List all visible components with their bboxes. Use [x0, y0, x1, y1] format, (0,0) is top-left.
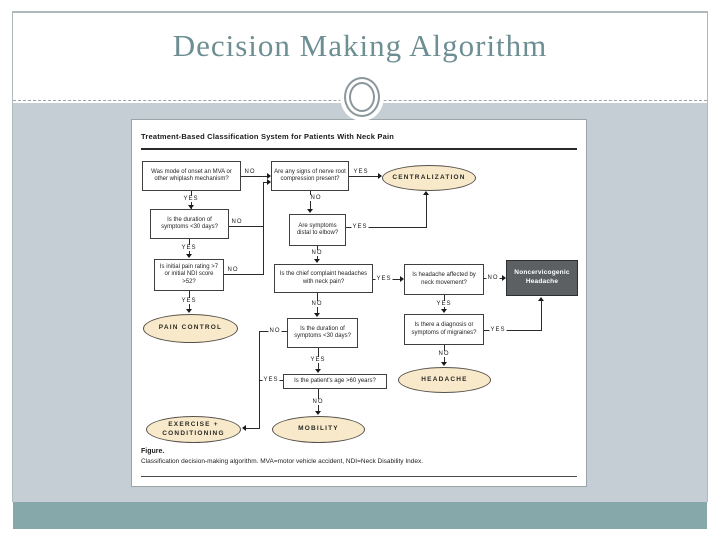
connector-line [229, 226, 264, 227]
question-age-60: Is the patient's age >60 years? [283, 374, 387, 389]
question-headache-neck-movement-label: Is headache affected by neck movement? [412, 272, 476, 286]
outcome-centralization-label: CENTRALIZATION [392, 173, 466, 181]
figure-caption-label: Figure. [141, 448, 165, 455]
connector-line [310, 191, 311, 211]
edge-label-yes: YES [180, 245, 198, 251]
arrowhead-right [502, 275, 506, 281]
figure-header: Treatment-Based Classification System fo… [141, 132, 395, 141]
figure-header-rule [141, 148, 577, 150]
bottom-accent-band [13, 502, 707, 529]
connector-line [263, 182, 269, 183]
edge-label-no: NO [311, 399, 325, 405]
arrowhead-up [423, 191, 429, 195]
outcome-noncervicogenic-headache: Noncervicogenic Headache [506, 260, 578, 296]
arrowhead-right [267, 173, 271, 179]
outcome-headache-label: HEADACHE [421, 375, 468, 383]
question-nerve-root-compression: Are any signs of nerve root compression … [271, 161, 349, 191]
outcome-mobility: MOBILITY [272, 416, 365, 443]
edge-label-no: NO [310, 250, 324, 256]
edge-label-no: NO [310, 301, 324, 307]
edge-label-yes: YES [352, 169, 370, 175]
connector-line [346, 227, 427, 228]
arrowhead-down [314, 313, 320, 317]
flowchart-figure: Treatment-Based Classification System fo… [131, 119, 587, 487]
edge-label-no: NO [226, 267, 240, 273]
edge-label-yes: YES [435, 301, 453, 307]
outcome-headache: HEADACHE [398, 367, 491, 393]
question-migraines-label: Is there a diagnosis or symptoms of migr… [411, 322, 477, 336]
question-chief-complaint-headaches-label: Is the chief complaint headaches with ne… [279, 271, 368, 285]
question-pain-rating-ndi-label: Is initial pain rating >7 or initial NDI… [159, 263, 219, 285]
question-migraines: Is there a diagnosis or symptoms of migr… [404, 314, 484, 345]
connector-line [263, 182, 264, 275]
connector-line [259, 331, 260, 428]
question-duration-30-days-2-label: Is the duration of symptoms <30 days? [294, 325, 351, 340]
connector-line [241, 176, 268, 177]
arrowhead-down [307, 209, 313, 213]
edge-label-no: NO [309, 195, 323, 201]
outcome-pain-control-label: PAIN CONTROL [158, 324, 223, 332]
edge-label-no: NO [486, 275, 500, 281]
arrowhead-left [242, 425, 246, 431]
edge-label-no: NO [243, 169, 257, 175]
arrowhead-right [400, 276, 404, 282]
edge-label-yes: YES [262, 377, 280, 383]
question-chief-complaint-headaches: Is the chief complaint headaches with ne… [274, 264, 373, 293]
question-pain-rating-ndi: Is initial pain rating >7 or initial NDI… [154, 259, 224, 291]
slide-title: Decision Making Algorithm [172, 28, 548, 63]
outcome-exercise-conditioning: EXERCISE + CONDITIONING [146, 416, 241, 443]
question-age-60-label: Is the patient's age >60 years? [294, 377, 376, 384]
edge-label-no: NO [268, 328, 282, 334]
question-duration-30-days-2: Is the duration of symptoms <30 days? [287, 318, 358, 348]
arrowhead-down [314, 259, 320, 263]
connector-line [224, 274, 264, 275]
outcome-noncervicogenic-headache-label: Noncervicogenic Headache [514, 269, 570, 285]
edge-label-no: NO [437, 351, 451, 357]
arrowhead-right [378, 173, 382, 179]
outcome-centralization: CENTRALIZATION [382, 165, 476, 191]
question-duration-30-days-1: Is the duration of symptoms <30 days? [150, 209, 229, 239]
edge-label-yes: YES [182, 196, 200, 202]
arrowhead-down [188, 205, 194, 209]
question-symptoms-distal-elbow-label: Are symptoms distal to elbow? [296, 222, 339, 237]
arrowhead-down [186, 254, 192, 258]
connector-line [541, 299, 542, 331]
connector-line [484, 330, 542, 331]
arrowhead-up [538, 297, 544, 301]
edge-label-yes: YES [180, 298, 198, 304]
edge-label-yes: YES [489, 327, 507, 333]
question-headache-neck-movement: Is headache affected by neck movement? [404, 264, 484, 295]
arrowhead-down [315, 369, 321, 373]
arrowhead-right [267, 179, 271, 185]
slide-border-top [12, 11, 708, 13]
edge-label-yes: YES [309, 357, 327, 363]
connector-line [244, 428, 260, 429]
question-mva-whiplash-label: Was mode of onset an MVA or other whipla… [151, 168, 232, 183]
connector-line [349, 176, 379, 177]
question-mva-whiplash: Was mode of onset an MVA or other whipla… [142, 161, 241, 191]
outcome-exercise-conditioning-label: EXERCISE + CONDITIONING [162, 421, 225, 437]
arrowhead-down [186, 309, 192, 313]
slide-border-right [707, 11, 708, 502]
arrowhead-down [441, 362, 447, 366]
edge-label-yes: YES [351, 224, 369, 230]
edge-label-no: NO [230, 219, 244, 225]
circle-ornament-inner [349, 82, 375, 112]
arrowhead-down [441, 309, 447, 313]
connector-line [426, 194, 427, 228]
slide-border-left [12, 11, 13, 502]
question-nerve-root-compression-label: Are any signs of nerve root compression … [274, 168, 346, 183]
arrowhead-down [315, 411, 321, 415]
edge-label-yes: YES [375, 276, 393, 282]
question-symptoms-distal-elbow: Are symptoms distal to elbow? [289, 214, 346, 246]
outcome-mobility-label: MOBILITY [298, 425, 339, 433]
figure-bottom-rule [141, 476, 577, 477]
circle-ornament [344, 77, 380, 117]
question-duration-30-days-1-label: Is the duration of symptoms <30 days? [161, 216, 218, 231]
outcome-pain-control: PAIN CONTROL [143, 314, 238, 343]
figure-caption-text: Classification decision-making algorithm… [141, 458, 424, 465]
